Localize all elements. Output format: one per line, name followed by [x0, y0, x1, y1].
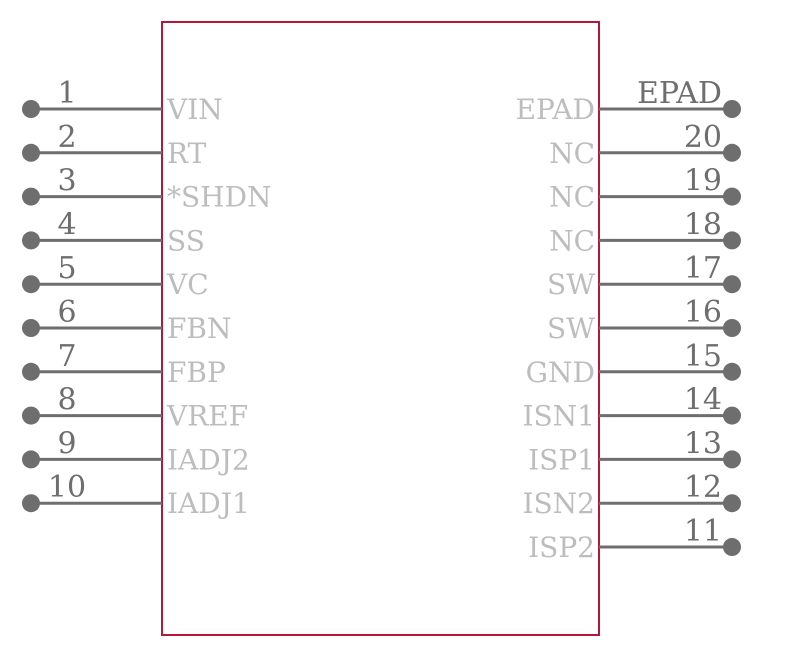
pin-number: 13	[684, 426, 722, 461]
pin-8: 8 VREF	[22, 383, 248, 433]
pin-11: 11 ISP2	[528, 514, 741, 564]
pin-name: IADJ2	[167, 443, 250, 476]
pin-endpoint	[723, 450, 741, 469]
pin-endpoint	[22, 362, 40, 381]
pin-13: 13 ISP1	[528, 426, 741, 476]
pin-endpoint	[723, 231, 741, 250]
pin-endpoint	[723, 100, 741, 118]
pin-name: VREF	[166, 400, 248, 433]
right-pin-group: EPADEPAD20NC19NC18NC17SW16SW15GND14ISN11…	[516, 76, 741, 564]
pin-number: 10	[48, 470, 86, 505]
pin-17: 17 SW	[547, 251, 741, 301]
pin-19: 19 NC	[549, 164, 741, 214]
pin-endpoint	[22, 494, 40, 513]
pin-1: 1 VIN	[22, 76, 223, 126]
pin-number: 2	[57, 120, 76, 155]
pin-endpoint	[723, 362, 741, 381]
pin-endpoint	[22, 450, 40, 469]
pin-18: 18 NC	[549, 207, 741, 257]
pin-name: VIN	[166, 93, 223, 126]
pin-endpoint	[22, 100, 40, 118]
pin-endpoint	[723, 275, 741, 294]
pin-4: 4 SS	[22, 207, 205, 257]
pin-endpoint	[723, 538, 741, 556]
pin-10: 10 IADJ1	[22, 470, 250, 520]
pin-name: FBP	[167, 356, 226, 389]
pin-9: 9 IADJ2	[22, 426, 250, 476]
pin-name: ISP1	[528, 443, 595, 476]
pin-name: *SHDN	[167, 181, 272, 214]
pin-20: 20 NC	[549, 120, 741, 170]
pin-12: 12 ISN2	[522, 470, 741, 520]
pin-number: 9	[57, 426, 76, 461]
pin-name: FBN	[167, 312, 232, 345]
pin-6: 6 FBN	[22, 295, 232, 345]
pin-name: NC	[549, 224, 595, 257]
pin-number: 16	[684, 295, 722, 330]
pin-number: 11	[684, 514, 722, 549]
pin-name: VC	[166, 268, 209, 301]
pin-number: 20	[684, 120, 722, 155]
pin-2: 2 RT	[22, 120, 207, 170]
pin-number: 15	[684, 339, 722, 374]
pin-endpoint	[22, 275, 40, 294]
pin-name: SW	[547, 268, 595, 301]
pin-number: EPAD	[637, 76, 722, 111]
pin-endpoint	[723, 406, 741, 425]
pin-number: 5	[57, 251, 76, 286]
pin-16: 16 SW	[547, 295, 741, 345]
pin-number: 1	[57, 76, 76, 111]
pin-endpoint	[723, 319, 741, 337]
pin-endpoint	[22, 187, 40, 206]
pin-endpoint	[22, 143, 40, 162]
pin-3: 3 *SHDN	[22, 164, 272, 214]
pin-name: NC	[549, 137, 595, 170]
pin-endpoint	[22, 319, 40, 337]
pin-name: EPAD	[516, 93, 595, 126]
pin-number: 6	[57, 295, 76, 330]
pin-endpoint	[22, 406, 40, 425]
pin-name: SS	[167, 224, 205, 257]
pin-number: 19	[684, 164, 722, 199]
pin-number: 7	[57, 339, 76, 374]
pin-14: 14 ISN1	[522, 383, 741, 433]
pin-5: 5 VC	[22, 251, 209, 301]
pin-name: NC	[549, 181, 595, 214]
pin-endpoint	[723, 494, 741, 513]
pin-number: 3	[57, 164, 76, 199]
pin-name: ISN1	[522, 400, 595, 433]
pin-epad: EPAD EPAD	[516, 76, 741, 126]
pin-name: SW	[547, 312, 595, 345]
pin-name: GND	[526, 356, 595, 389]
pin-endpoint	[723, 143, 741, 162]
pin-7: 7 FBP	[22, 339, 226, 389]
pin-name: ISN2	[522, 487, 595, 520]
pin-number: 14	[684, 383, 722, 418]
pin-number: 17	[684, 251, 722, 286]
pin-name: IADJ1	[167, 487, 250, 520]
pin-name: RT	[167, 137, 207, 170]
pin-name: ISP2	[528, 531, 595, 564]
pin-15: 15 GND	[526, 339, 741, 389]
pin-number: 12	[684, 470, 722, 505]
pin-endpoint	[22, 231, 40, 250]
pin-number: 8	[57, 383, 76, 418]
pin-number: 4	[57, 207, 76, 242]
pin-endpoint	[723, 187, 741, 206]
pin-number: 18	[684, 207, 722, 242]
